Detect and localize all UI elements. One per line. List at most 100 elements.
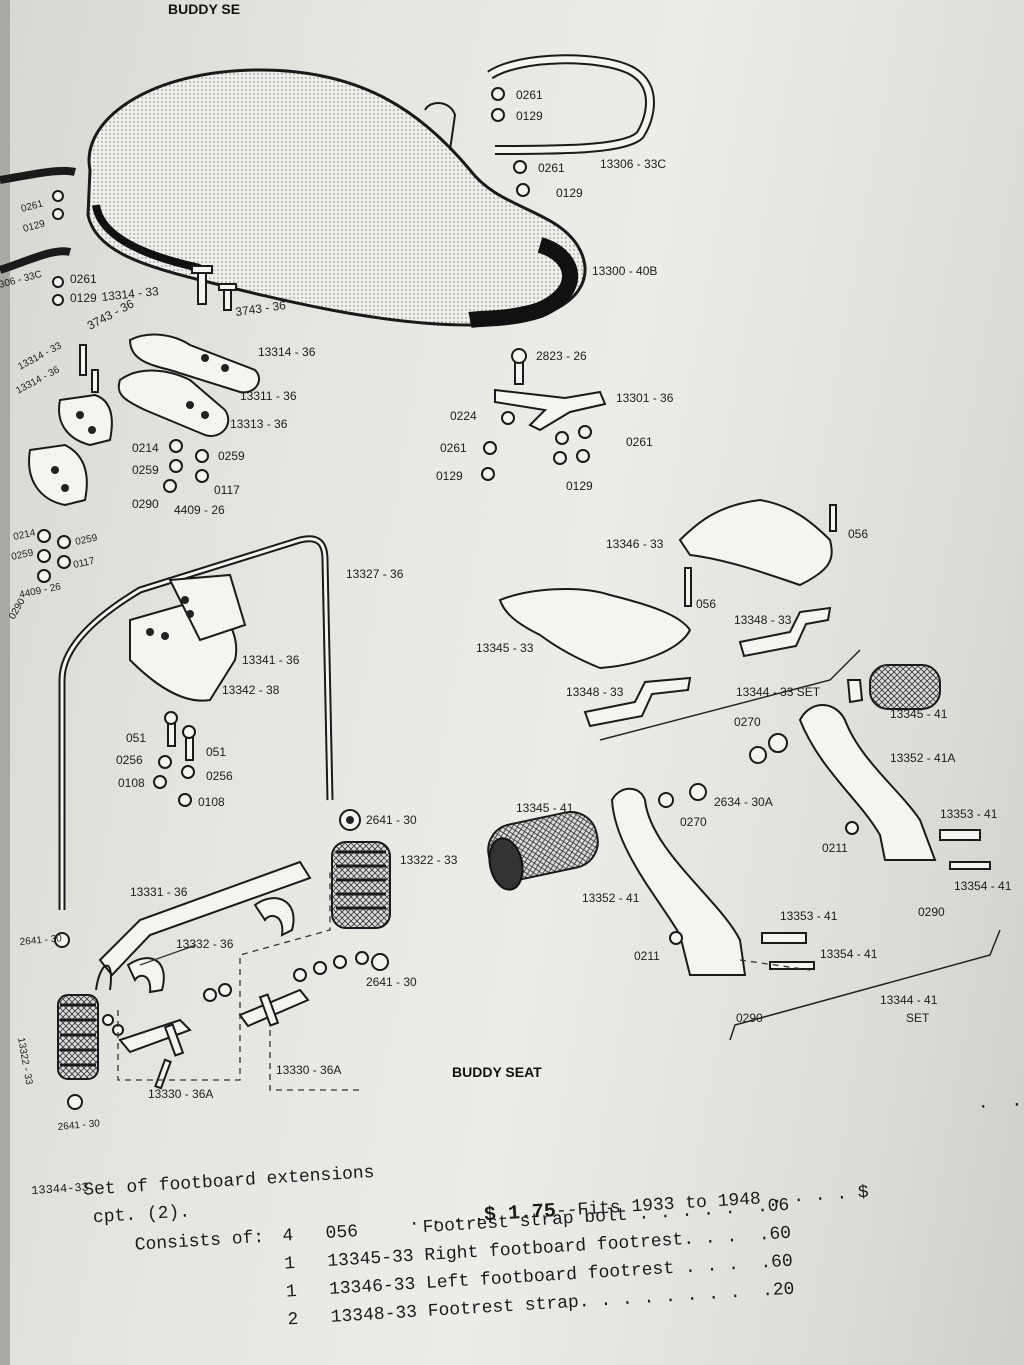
dashed-assembly-line — [739, 959, 811, 971]
set-bracket-line — [729, 929, 1001, 1041]
listing-part-number: 13344-33 — [30, 1180, 90, 1198]
bracket-left — [0, 166, 77, 306]
part-label: 13331 - 36 — [130, 885, 188, 899]
spring-mount-13331-36 — [95, 860, 389, 1090]
part-label: 2641 - 30 — [366, 813, 417, 827]
seat-13300-40b — [86, 68, 587, 328]
part-label: 3743 - 36 — [234, 298, 286, 319]
part-label: 13352 - 41 — [582, 891, 640, 905]
bolts-under-seat — [191, 265, 237, 311]
part-label: 0129 — [436, 469, 463, 483]
part-label: 0290 — [132, 497, 159, 511]
part-label: 0261 — [70, 272, 97, 286]
part-label: 0214 — [12, 527, 36, 542]
part-label: 0261 — [626, 435, 653, 449]
part-label: 13348 - 33 — [566, 685, 624, 699]
part-label: 0117 — [72, 556, 96, 571]
bracket-13306-33c — [487, 54, 655, 197]
part-label: 13311 - 36 — [240, 389, 297, 403]
price-dollar: $ — [857, 1182, 870, 1204]
part-label: 0108 — [198, 795, 225, 809]
part-label: 0117 — [214, 483, 240, 497]
part-label: 0290 — [7, 596, 28, 621]
footboard-13346-33 — [678, 498, 837, 607]
part-label: 13354 - 41 — [820, 947, 878, 961]
part-label: 4409 - 26 — [174, 503, 225, 517]
part-label: 4409 - 26 — [18, 581, 62, 601]
item-price: .20 — [739, 1279, 796, 1303]
part-label: 0270 — [680, 815, 707, 829]
part-label: 13352 - 41A — [890, 751, 955, 765]
page-header-title: BUDDY SE — [168, 1, 240, 17]
part-label: 0290 — [918, 905, 945, 919]
part-label: 0256 — [206, 769, 233, 783]
part-label: 0290 — [736, 1011, 763, 1025]
strap-13348-33 — [583, 606, 832, 728]
listing-consists-of: Consists of: — [134, 1227, 265, 1256]
set-bracket-line — [599, 649, 861, 741]
part-label: 0261 — [440, 441, 467, 455]
part-label: 13306 - 33C — [600, 157, 666, 171]
part-label: 0261 — [20, 198, 45, 214]
part-label: 0129 — [22, 218, 47, 234]
part-label: 0129 — [556, 186, 583, 200]
bracket-13301-36 — [481, 348, 607, 481]
part-label: 056 — [848, 527, 868, 541]
part-label: 13344 - 33 SET — [736, 685, 821, 699]
part-label: 13341 - 36 — [242, 653, 300, 667]
part-label: 13313 - 36 — [230, 417, 288, 431]
part-label: 13348 - 33 — [734, 613, 792, 627]
part-label: 0129 — [70, 291, 97, 305]
footrest-13352-41 — [487, 783, 815, 976]
part-label: 051 — [206, 745, 226, 759]
part-label: SET — [906, 1011, 930, 1025]
part-label: 13314 - 36 — [258, 345, 316, 359]
part-label: 13346 - 33 — [606, 537, 664, 551]
part-label: 2641 - 30 — [57, 1118, 100, 1133]
footrest-13352-41a — [749, 664, 991, 870]
part-label: 13345 - 41 — [516, 801, 574, 815]
part-label: 13322 - 33 — [15, 1037, 34, 1086]
part-label: 13314 - 33 — [101, 284, 160, 304]
part-label: 2634 - 30A — [714, 795, 773, 809]
part-label: 0259 — [10, 547, 34, 562]
part-label: 13345 - 33 — [476, 641, 534, 655]
part-label: 13353 - 41 — [780, 909, 838, 923]
washers-group — [37, 439, 209, 583]
part-label: 13332 - 36 — [176, 937, 234, 951]
part-label: 13344 - 41 — [880, 993, 938, 1007]
spring-13322-33 — [57, 809, 391, 1110]
footboard-13345-33 — [498, 588, 692, 670]
backrest-rod-13327-36 — [54, 535, 334, 948]
part-label: 13345 - 41 — [890, 707, 948, 721]
part-label: 0259 — [132, 463, 159, 477]
part-label: 0259 — [218, 449, 245, 463]
part-label: 0211 — [634, 949, 660, 963]
part-label: 051 — [126, 731, 146, 745]
part-label: 0224 — [450, 409, 477, 423]
part-label: 2641 - 30 — [366, 975, 417, 989]
part-label: 13327 - 36 — [346, 567, 404, 581]
part-label: 13354 - 41 — [954, 879, 1012, 893]
dashed-assembly-line — [269, 1030, 360, 1091]
page-edge-shadow — [0, 0, 10, 1365]
part-label: 2823 - 26 — [536, 349, 587, 363]
part-label: 13353 - 41 — [940, 807, 998, 821]
diagram-caption: BUDDY SEAT — [452, 1064, 542, 1080]
part-label: 0261 — [516, 88, 543, 102]
part-label: 0129 — [516, 109, 543, 123]
part-label: 13342 - 38 — [222, 683, 280, 697]
part-label: 0129 — [566, 479, 593, 493]
part-label: 13330 - 36A — [148, 1087, 213, 1101]
part-label: 2641 - 30 — [19, 933, 62, 948]
part-label: 0108 — [118, 776, 145, 790]
part-label: 0261 — [538, 161, 565, 175]
part-label: 13301 - 36 — [616, 391, 674, 405]
dashed-assembly-line — [117, 870, 331, 1081]
part-label: 13300 - 40B — [592, 264, 657, 278]
screws-051 — [153, 711, 196, 807]
part-label: 0211 — [822, 841, 848, 855]
part-label: 0259 — [74, 532, 98, 547]
